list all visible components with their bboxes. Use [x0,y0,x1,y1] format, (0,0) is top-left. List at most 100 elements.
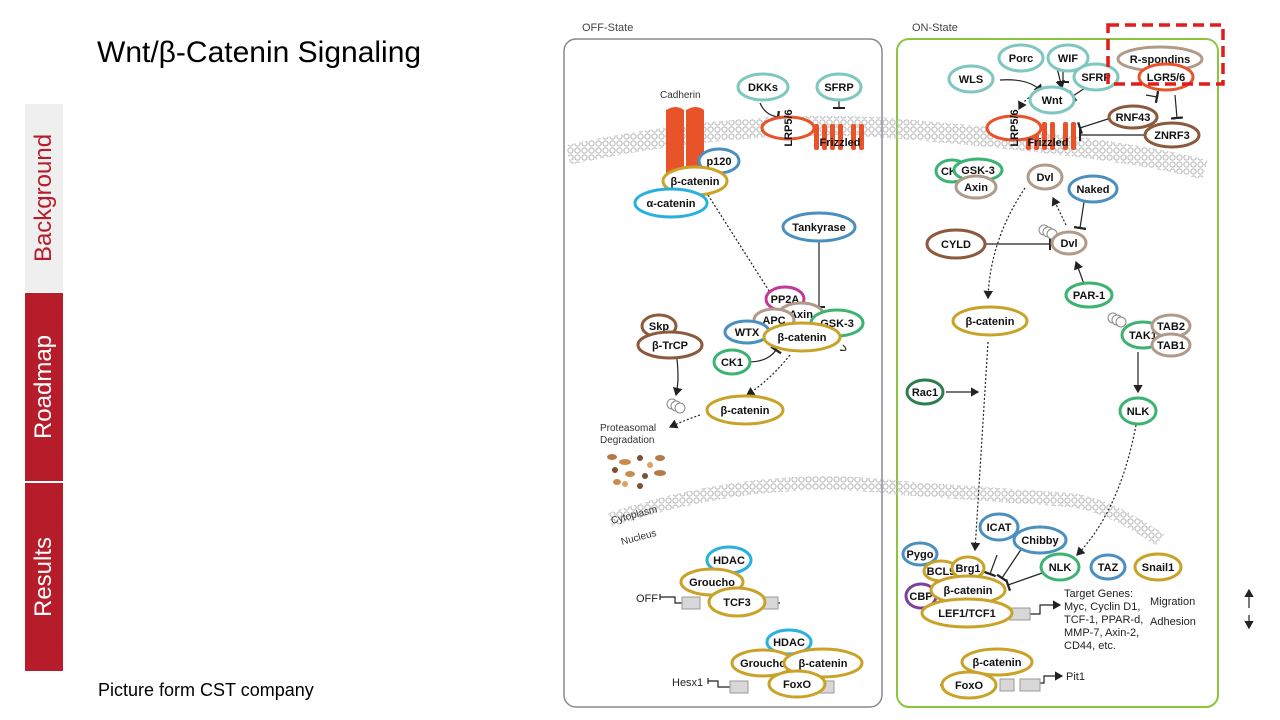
protein-node-wls: WLS [947,64,995,94]
protein-node-label: SFRP [1081,72,1110,84]
protein-node-shape [712,348,752,376]
proteasomal-label: Proteasomal [600,423,656,434]
protein-node-par1: PAR-1 [1064,281,1114,309]
protein-node-label: DKKs [748,82,778,94]
protein-node-shape [1039,552,1081,582]
protein-node-shape [1133,552,1183,582]
protein-node-acat: α-catenin [633,187,709,219]
protein-node-lrp: LRP5/6 [760,109,816,147]
protein-node-label: ICAT [987,522,1012,534]
protein-node-label: Porc [1009,53,1033,65]
protein-node-label: Tankyrase [792,222,846,234]
protein-node-znrf3: ZNRF3 [1143,121,1201,149]
protein-node-label: PAR-1 [1073,290,1105,302]
protein-node-shape [765,628,813,656]
protein-node-pygo: Pygo [901,541,939,567]
protein-node-shape [1143,121,1201,149]
ubiquitin-tags [666,224,1127,414]
protein-node-dkks: DKKs [736,72,790,102]
protein-node-label: β-catenin [973,657,1022,669]
protein-node-label: Axin [964,182,988,194]
protein-node-wtx: WTX [723,319,771,345]
protein-node-label: HDAC [773,637,805,649]
protein-node-tank: Tankyrase [781,211,857,243]
protein-node-shape [636,330,704,360]
protein-node-tab1: TAB1 [1150,332,1192,358]
target-genes-text: Target Genes:Myc, Cyclin D1,TCF-1, PPAR-… [1064,588,1143,652]
off-state-header: OFF-State [582,22,633,34]
protein-node-axin2: Axin [954,174,998,200]
protein-node-wif: WIF [1046,43,1090,73]
protein-node-label: TAK1 [1129,330,1157,342]
protein-node-label: Frizzled [1028,137,1069,149]
protein-node-rnf43: RNF43 [1107,104,1159,130]
protein-node-bcat7: β-catenin [960,647,1034,677]
protein-node-label: β-catenin [671,176,720,188]
protein-node-shape [815,72,863,102]
protein-node-shape [947,64,995,94]
protein-node-tcf3: TCF3 [707,586,767,618]
protein-node-snail: Snail1 [1133,552,1183,582]
protein-node-shape [767,669,827,699]
protein-node-bcat3: β-catenin [705,394,785,426]
protein-node-frizzled2: Frizzled [1028,137,1069,149]
protein-node-btrcp: β-TrCP [636,330,704,360]
protein-node-shape [1118,396,1158,426]
protein-node-shape [736,72,790,102]
protein-node-shape [1050,230,1088,256]
highlight-box [1106,23,1225,86]
protein-node-label: Frizzled [820,137,861,149]
target-genes-line: CD44, etc. [1064,640,1116,652]
protein-node-bcat2: β-catenin [762,321,842,353]
protein-node-frizzled: Frizzled [820,137,861,149]
plasma-membrane [565,115,1208,180]
protein-node-shape [707,586,767,618]
protein-node-label: α-catenin [647,198,696,210]
protein-node-shape [1089,553,1127,581]
protein-node-shape [1067,174,1119,204]
on-state-panel [896,38,1219,708]
protein-node-label: FoxO [955,680,984,692]
protein-node-shape [954,174,998,200]
protein-node-shape [760,115,816,141]
protein-node-shape [925,228,987,260]
protein-node-label: GSK-3 [961,165,995,177]
pit1-label: Pit1 [1066,671,1085,683]
protein-node-label: HDAC [713,555,745,567]
protein-node-label: R-spondins [1130,54,1191,66]
protein-node-label: LRP5/6 [783,109,795,146]
target-genes-line: TCF-1, PPAR-d, [1064,614,1143,626]
protein-node-label: TAB2 [1157,321,1185,333]
protein-node-sfrp2: SFRP [1072,62,1120,92]
protein-node-shape [705,394,785,426]
protein-node-shape [905,378,945,406]
protein-node-shape [920,597,1014,629]
protein-node-shape [781,211,857,243]
protein-node-label: β-catenin [966,316,1015,328]
protein-node-chibby: Chibby [1012,525,1068,555]
protein-node-label: SFRP [824,82,853,94]
protein-node-shape [1046,43,1090,73]
protein-node-label: Naked [1076,184,1109,196]
tab-results[interactable]: Results [25,483,63,671]
protein-node-foxo1: FoxO [767,669,827,699]
protein-node-wnt: Wnt [1028,85,1076,115]
tab-roadmap[interactable]: Roadmap [25,293,63,482]
protein-node-lrp2: LRP5/6 [985,109,1043,147]
protein-node-label: Snail1 [1142,562,1174,574]
tab-background[interactable]: Background [25,104,63,292]
protein-node-label: TCF3 [723,597,751,609]
protein-node-shape [1012,525,1068,555]
migration-label: Migration [1150,596,1195,608]
protein-node-label: FoxO [783,679,812,691]
protein-node-shape [960,647,1034,677]
protein-node-label: TAB1 [1157,340,1185,352]
nucleus-label: Nucleus [620,528,658,548]
protein-node-label: β-catenin [944,585,993,597]
protein-node-label: LEF1/TCF1 [938,608,995,620]
protein-node-taz: TAZ [1089,553,1127,581]
protein-node-shape [1150,332,1192,358]
protein-node-dvl2: Dvl [1050,230,1088,256]
protein-node-sfrp: SFRP [815,72,863,102]
